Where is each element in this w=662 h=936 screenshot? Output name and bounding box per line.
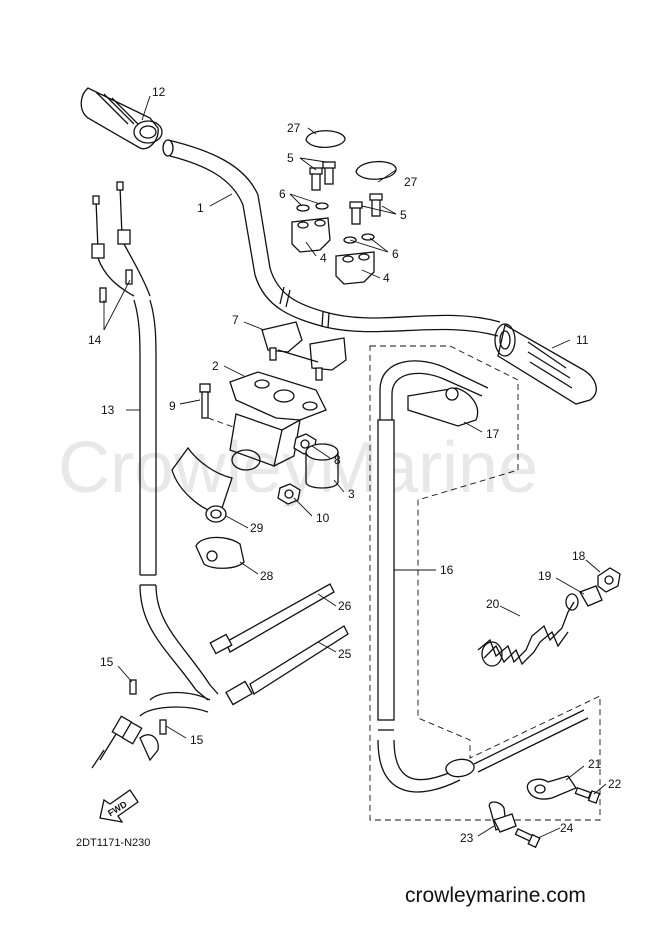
callout-15-upper: 15: [100, 655, 114, 669]
callout-25: 25: [338, 647, 352, 661]
cable-13: [133, 299, 219, 701]
callout-1: 1: [197, 201, 204, 215]
callout-6-left: 6: [279, 187, 286, 201]
bracket-2: [229, 371, 327, 467]
cable-ends-lower: [91, 679, 211, 769]
cover-27-lower: [355, 161, 397, 180]
callout-17: 17: [486, 427, 500, 441]
throttle-assembly-outline: [369, 345, 601, 821]
callout-29: 29: [250, 521, 264, 535]
clamp-29: [171, 446, 261, 523]
callout-19: 19: [538, 569, 552, 583]
callout-26: 26: [338, 599, 352, 613]
callout-6-right: 6: [392, 247, 399, 261]
callout-7: 7: [232, 313, 239, 327]
leader-lines: [103, 95, 607, 839]
callout-numbers: 12 1 27 27 5 5 6 6 4 4 7 2 9 8 3 10 29 2…: [88, 85, 622, 845]
callout-10: 10: [316, 511, 330, 525]
holder-4-right: [335, 251, 375, 285]
callout-28: 28: [260, 569, 274, 583]
clip-23: [488, 801, 517, 833]
callout-23: 23: [460, 831, 474, 845]
handlebar: [162, 139, 501, 337]
holder-28: [195, 536, 245, 569]
callout-8: 8: [334, 453, 341, 467]
callout-21: 21: [588, 757, 602, 771]
bolt-24: [514, 828, 541, 849]
right-grip: [494, 323, 597, 405]
left-grip: [80, 87, 163, 150]
holder-bolts-right: [349, 193, 383, 225]
nut-18: [597, 567, 621, 593]
figure-reference: 2DT1171-N230: [76, 837, 150, 849]
callout-13: 13: [101, 403, 115, 417]
callout-22: 22: [608, 777, 622, 791]
holder-4-left: [291, 217, 331, 253]
website-label: crowleymarine.com: [405, 884, 586, 907]
callout-20: 20: [486, 597, 500, 611]
callout-4-right: 4: [383, 271, 390, 285]
washers-6: [296, 202, 375, 244]
holder-bolts-left: [309, 161, 336, 191]
bolt-9: [199, 383, 237, 429]
spring-20: [477, 593, 579, 667]
callout-14: 14: [88, 333, 102, 347]
collar-3: [305, 443, 339, 489]
cable-ends-14: [91, 181, 151, 303]
callout-15-lower: 15: [190, 733, 204, 747]
callout-24: 24: [560, 821, 574, 835]
callout-27-lower: 27: [404, 175, 418, 189]
lower-holder-7: [261, 321, 347, 381]
tie-26: [209, 583, 335, 655]
throttle-knob-17: [407, 387, 479, 427]
tie-25: [225, 625, 349, 706]
callout-3: 3: [348, 487, 355, 501]
callout-9: 9: [169, 399, 176, 413]
callout-5-right: 5: [400, 208, 407, 222]
bracket-21: [526, 775, 577, 800]
callout-5-left: 5: [287, 151, 294, 165]
callout-12: 12: [152, 85, 166, 99]
callout-18: 18: [572, 549, 586, 563]
fwd-arrow-icon: FWD: [99, 789, 139, 823]
callout-27-upper: 27: [287, 121, 301, 135]
throttle-cable-16: [377, 360, 589, 793]
callout-16: 16: [440, 563, 454, 577]
collar-19: [579, 585, 603, 607]
callout-4-left: 4: [320, 251, 327, 265]
callout-2: 2: [212, 359, 219, 373]
cover-27-upper: [305, 130, 346, 148]
bolt-22: [574, 786, 601, 804]
callout-11: 11: [576, 333, 589, 347]
